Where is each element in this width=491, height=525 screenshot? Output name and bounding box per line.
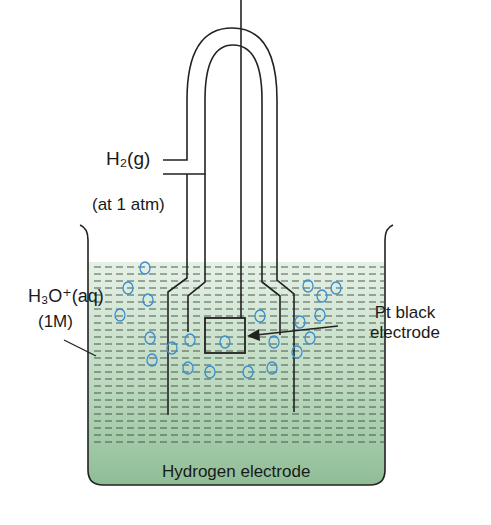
bubble <box>147 354 157 366</box>
concentration-label: (1M) <box>38 312 73 332</box>
caption: Hydrogen electrode <box>162 462 310 482</box>
bubble <box>185 334 195 346</box>
acid-solution <box>88 262 385 485</box>
hatch-line <box>94 316 384 317</box>
pressure-label: (at 1 atm) <box>92 195 165 215</box>
hatch-line <box>94 344 384 345</box>
hatch-line <box>94 309 384 310</box>
bubble <box>267 362 277 374</box>
electrode-label: Pt black electrode <box>344 303 466 344</box>
hatch-line <box>94 337 384 338</box>
hatch-line <box>94 393 384 394</box>
hatch-line <box>94 281 384 282</box>
bubble <box>243 366 253 378</box>
beaker <box>80 225 393 485</box>
hatch-line <box>94 435 384 436</box>
hatch-line <box>94 400 384 401</box>
bubble <box>140 262 150 274</box>
hatch-line <box>94 386 384 387</box>
hatch-line <box>94 358 384 359</box>
bubble <box>205 366 215 378</box>
bubble <box>315 309 325 321</box>
hatch-line <box>94 414 384 415</box>
bubble <box>305 332 315 344</box>
hatch-line <box>94 351 384 352</box>
bubble <box>295 316 305 328</box>
hydrogen-bubbles <box>115 262 341 378</box>
gas-label: H₂(g) <box>106 148 150 171</box>
glass-tube <box>163 28 294 415</box>
hatch-line <box>94 295 384 296</box>
hatch-line <box>94 302 384 303</box>
hatch-line <box>94 274 384 275</box>
bubble <box>123 282 133 294</box>
hatch-line <box>94 428 384 429</box>
hatch-line <box>94 421 384 422</box>
bubble <box>269 336 279 348</box>
bubble <box>145 332 155 344</box>
bubble <box>317 290 327 302</box>
hatch-line <box>94 323 384 324</box>
bubble <box>167 342 177 354</box>
hatch-line <box>94 330 384 331</box>
leader-lines <box>64 326 338 356</box>
bubble <box>255 310 265 322</box>
bubble <box>292 346 302 358</box>
bubble <box>115 309 125 321</box>
hatch-line <box>94 365 384 366</box>
pt-black-plate <box>205 318 245 353</box>
bubble <box>220 336 230 348</box>
hatch-line <box>94 267 384 268</box>
hatch-line <box>94 379 384 380</box>
hatch-line <box>94 372 384 373</box>
platinum-wire <box>240 0 242 318</box>
hatch-line <box>94 407 384 408</box>
bubble <box>331 282 341 294</box>
bubble <box>303 280 313 292</box>
bubble <box>143 294 153 306</box>
solution-hatching <box>94 267 384 442</box>
bubble <box>183 362 193 374</box>
solution-label: H₃O⁺(aq) <box>28 286 104 308</box>
hatch-line <box>94 442 384 443</box>
